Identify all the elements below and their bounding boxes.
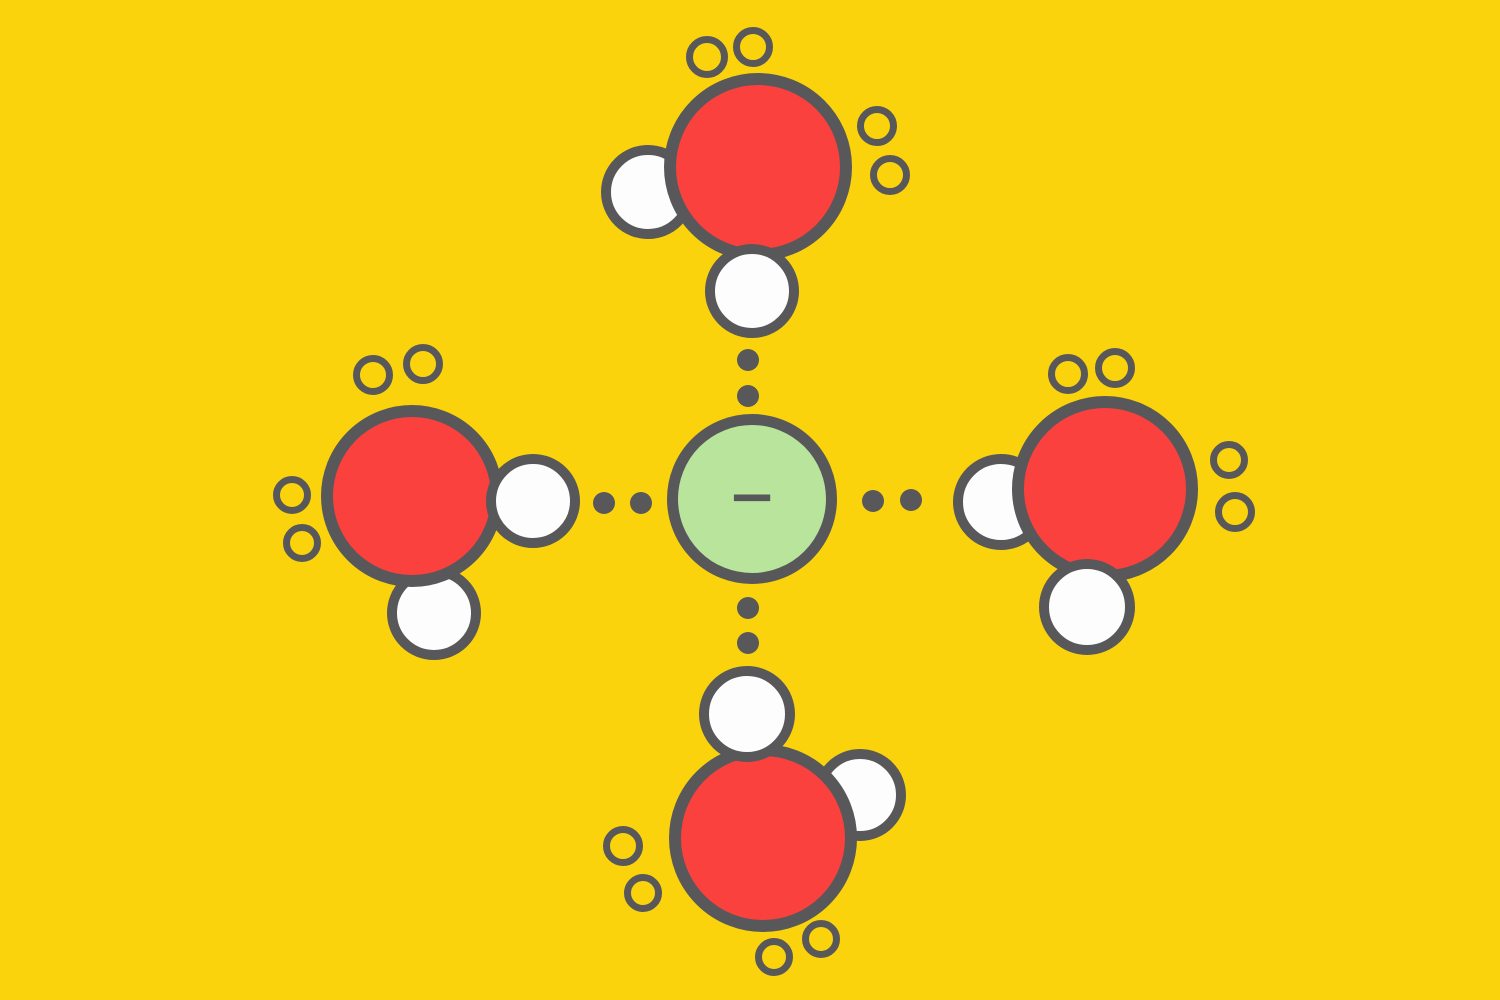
hydrogen-bond-dot (900, 489, 922, 511)
lone-pair-icon (1215, 492, 1255, 532)
lone-pair-icon (802, 920, 840, 958)
lone-pair-icon (353, 355, 393, 395)
hydrogen-atom (705, 244, 799, 338)
hydrogen-atom (486, 454, 580, 548)
charge-label: − (727, 462, 777, 530)
lone-pair-icon (603, 826, 643, 866)
lone-pair-icon (1095, 348, 1135, 388)
hydrogen-bond-dot (630, 492, 652, 514)
hydrogen-bond-dot (737, 597, 759, 619)
anion: − (667, 414, 837, 584)
lone-pair-icon (857, 106, 897, 146)
lone-pair-icon (1048, 354, 1088, 394)
hydrogen-bond-dot (737, 349, 759, 371)
hydrogen-bond-dot (737, 632, 759, 654)
lone-pair-icon (403, 344, 443, 384)
oxygen-atom (321, 405, 503, 587)
lone-pair-icon (686, 36, 728, 78)
lone-pair-icon (870, 155, 910, 195)
hydrogen-bond-dot (737, 385, 759, 407)
lone-pair-icon (755, 938, 793, 976)
hydrogen-bond-dot (862, 490, 884, 512)
lone-pair-icon (733, 27, 773, 67)
oxygen-atom (664, 73, 852, 261)
oxygen-atom (669, 744, 857, 932)
hydrogen-atom (1039, 559, 1135, 655)
lone-pair-icon (624, 874, 662, 912)
lone-pair-icon (283, 524, 321, 562)
lone-pair-icon (1210, 441, 1248, 479)
hydrogen-bond-dot (593, 492, 615, 514)
oxygen-atom (1012, 396, 1198, 582)
lone-pair-icon (273, 476, 311, 514)
hydrogen-atom (699, 666, 795, 762)
